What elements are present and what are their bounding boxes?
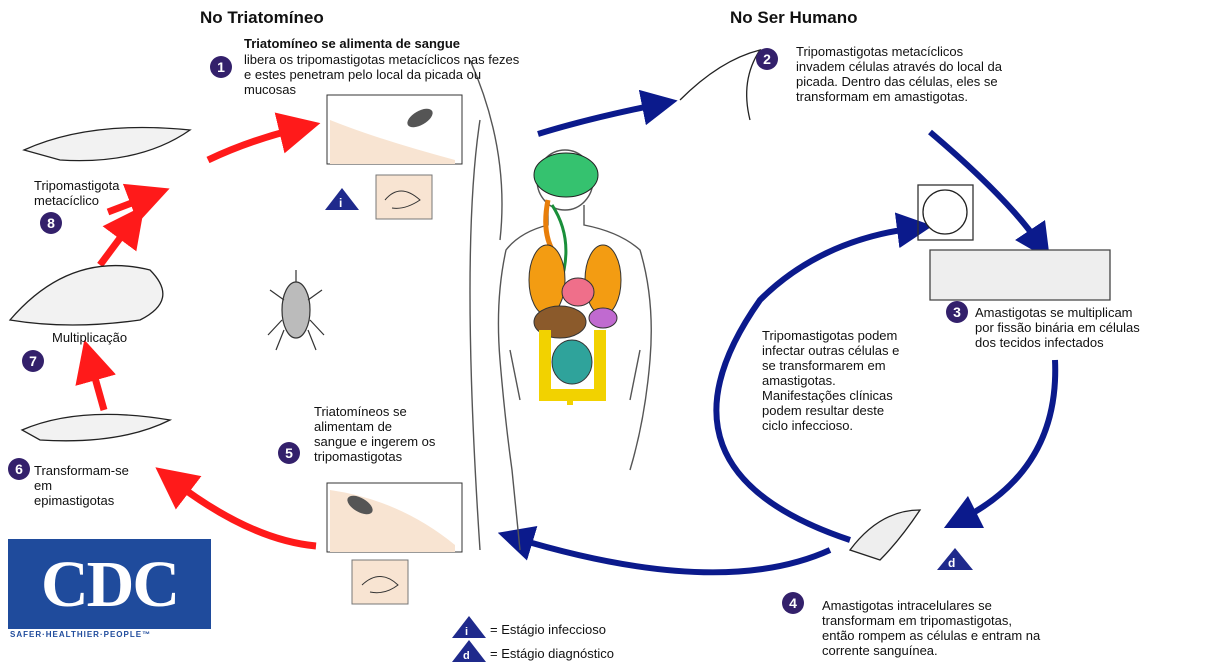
step-8-text: Tripomastigota metacíclico (34, 178, 120, 208)
step-5-text: Triatomíneos se alimentam de sangue e in… (314, 404, 435, 464)
step-badge-1: 1 (210, 56, 232, 78)
heading-vector: No Triatomíneo (200, 8, 324, 28)
cdc-logo: CDC (8, 539, 211, 629)
legend-diagnostic-label: = Estágio diagnóstico (490, 646, 614, 662)
step-2-text: Tripomastigotas metacíclicos invadem cél… (796, 44, 1002, 104)
step-7-text: Multiplicação (52, 330, 127, 345)
organs-illustration (529, 153, 621, 405)
cdc-tagline: SAFER·HEALTHIER·PEOPLE™ (10, 630, 151, 639)
step-1-text: libera os tripomastigotas metacíclicos n… (244, 52, 519, 97)
infective-triangle-marker: i (325, 188, 359, 210)
human-body-illustration (470, 60, 651, 550)
step-badge-6: 6 (8, 458, 30, 480)
step-6-text: Transformam-se em epimastigotas (34, 463, 129, 508)
legend-diagnostic-letter: d (463, 648, 470, 664)
legend-infective-label: = Estágio infeccioso (490, 622, 606, 638)
diagnostic-triangle-marker: d (937, 548, 973, 570)
feeding-inset-bottom (327, 483, 462, 604)
triatomine-bug-illustration (268, 270, 324, 350)
heading-human: No Ser Humano (730, 8, 858, 28)
center-note: Tripomastigotas podem infectar outras cé… (762, 328, 899, 433)
step-badge-2: 2 (756, 48, 778, 70)
step-badge-5: 5 (278, 442, 300, 464)
svg-text:d: d (948, 556, 955, 570)
step-badge-8: 8 (40, 212, 62, 234)
svg-text:i: i (339, 196, 342, 210)
step-badge-4: 4 (782, 592, 804, 614)
step-badge-7: 7 (22, 350, 44, 372)
step-4-text: Amastigotas intracelulares se transforma… (822, 598, 1040, 658)
step-1-title: Triatomíneo se alimenta de sangue (244, 36, 460, 51)
legend-infective-letter: i (465, 624, 468, 640)
cdc-logo-text: CDC (8, 545, 211, 625)
step-3-text: Amastigotas se multiplicam por fissão bi… (975, 305, 1140, 350)
step-badge-3: 3 (946, 301, 968, 323)
